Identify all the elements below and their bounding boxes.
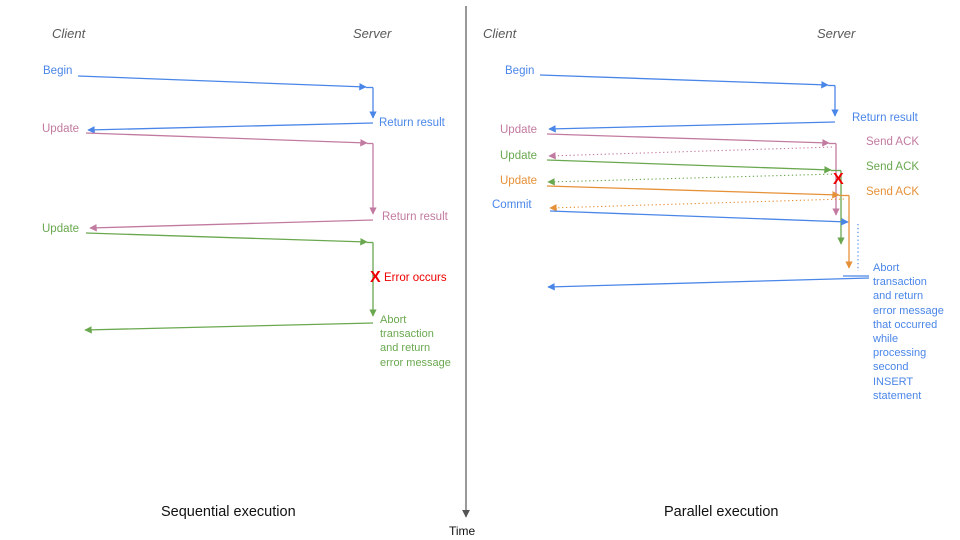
par-send-ack-3: Send ACK [866,186,920,198]
par-begin-flow [539,74,839,133]
seq-client-header: Client [52,26,86,41]
par-title: Parallel execution [664,504,779,520]
seq-error-x-icon: X [370,269,381,286]
par-commit-flow [547,210,870,291]
par-error-x-icon: X [833,171,844,188]
seq-server-header: Server [353,26,392,41]
seq-update2-flow [84,232,377,334]
par-update3-flow [546,185,853,269]
par-update2-label: Update [500,150,538,162]
par-send-ack-2: Send ACK [866,161,920,173]
par-begin-label: Begin [505,65,535,77]
seq-abort-note: Abort transaction and return error messa… [380,314,451,369]
par-return-result: Return result [852,112,918,124]
seq-begin-label: Begin [43,65,73,77]
par-update2-flow [546,159,845,245]
par-client-header: Client [483,26,517,41]
par-update1-label: Update [500,124,538,136]
seq-return-result-2: Return result [382,211,448,223]
seq-error-label: Error occurs [384,272,447,284]
seq-title: Sequential execution [161,504,296,520]
seq-update1-label: Update [42,123,80,135]
par-server-header: Server [817,26,856,41]
par-commit-label: Commit [492,199,532,211]
seq-begin-flow [77,75,377,134]
seq-return-result-1: Return result [379,117,445,129]
par-update3-label: Update [500,175,538,187]
par-send-ack-1: Send ACK [866,136,920,148]
par-update1-flow [546,133,840,216]
seq-update1-flow [85,132,377,232]
time-axis-label: Time [449,524,476,538]
par-abort-note: Abort transaction and return error messa… [873,262,944,402]
seq-update2-label: Update [42,223,80,235]
